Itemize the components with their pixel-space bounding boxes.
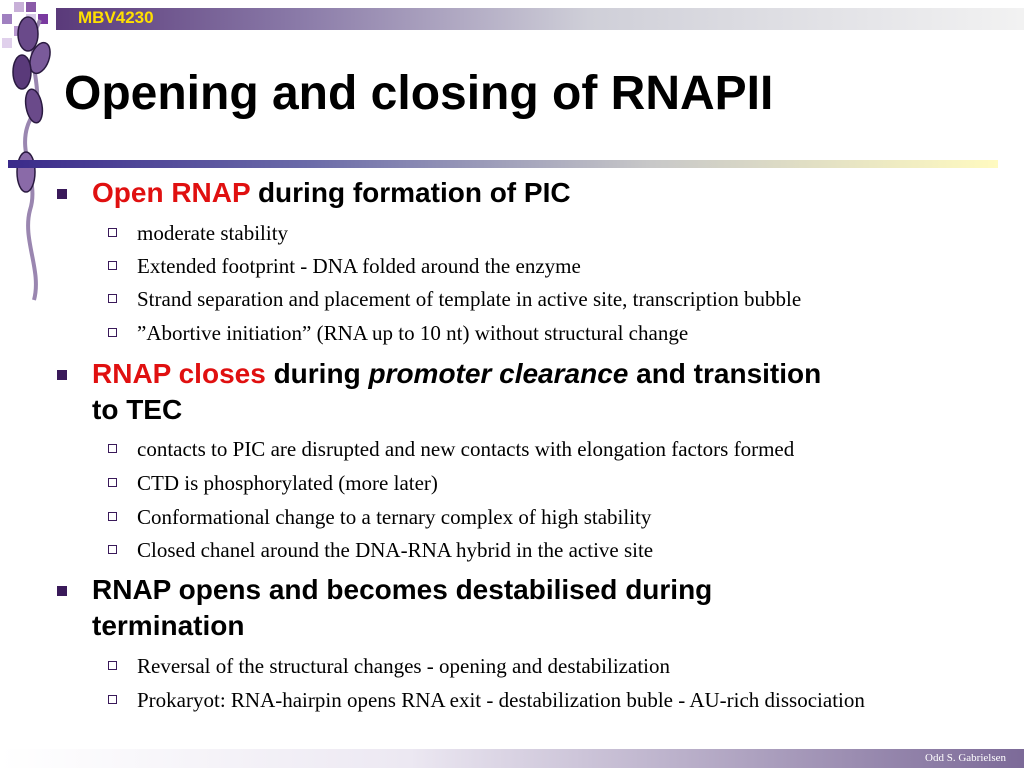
sub-bullet: Prokaryot: RNA-hairpin opens RNA exit - … [108, 687, 927, 714]
hollow-square-bullet-icon [108, 228, 117, 237]
hollow-square-bullet-icon [108, 444, 117, 453]
square-bullet-icon [57, 586, 67, 596]
sub-bullet: CTD is phosphorylated (more later) [108, 470, 997, 497]
sub-bullet: Extended footprint - DNA folded around t… [108, 253, 997, 280]
slide-title: Opening and closing of RNAPII [64, 67, 774, 120]
hollow-square-bullet-icon [108, 294, 117, 303]
bullet-text: during formation of PIC [250, 177, 571, 208]
sub-bullet: contacts to PIC are disrupted and new co… [108, 436, 997, 463]
bullet-rnap-opens: RNAP opens and becomes destabilised duri… [57, 572, 872, 644]
sub-bullet: Reversal of the structural changes - ope… [108, 653, 997, 680]
footer-bar [0, 749, 1024, 768]
decorative-vine-graphic [2, 2, 51, 301]
bullet-emphasis: promoter clearance [368, 358, 629, 389]
sub-bullet: Conformational change to a ternary compl… [108, 504, 997, 531]
hollow-square-bullet-icon [108, 545, 117, 554]
hollow-square-bullet-icon [108, 261, 117, 270]
bullet-highlight: RNAP closes [92, 358, 266, 389]
title-divider [8, 160, 998, 168]
sub-bullet: Strand separation and placement of templ… [108, 286, 997, 313]
sub-bullet: Closed chanel around the DNA-RNA hybrid … [108, 537, 997, 564]
sub-bullet: moderate stability [108, 220, 997, 247]
header-bar [56, 8, 1024, 30]
bullet-highlight: Open RNAP [92, 177, 251, 208]
hollow-square-bullet-icon [108, 328, 117, 337]
hollow-square-bullet-icon [108, 695, 117, 704]
hollow-square-bullet-icon [108, 661, 117, 670]
bullet-rnap-closes: RNAP closes during promoter clearance an… [57, 356, 852, 428]
sub-bullet: ”Abortive initiation” (RNA up to 10 nt) … [108, 320, 997, 347]
bullet-open-rnap: Open RNAP during formation of PIC [57, 175, 992, 211]
author-credit: Odd S. Gabrielsen [925, 752, 1006, 764]
hollow-square-bullet-icon [108, 512, 117, 521]
hollow-square-bullet-icon [108, 478, 117, 487]
square-bullet-icon [57, 189, 67, 199]
square-bullet-icon [57, 370, 67, 380]
course-code: MBV4230 [78, 8, 154, 27]
